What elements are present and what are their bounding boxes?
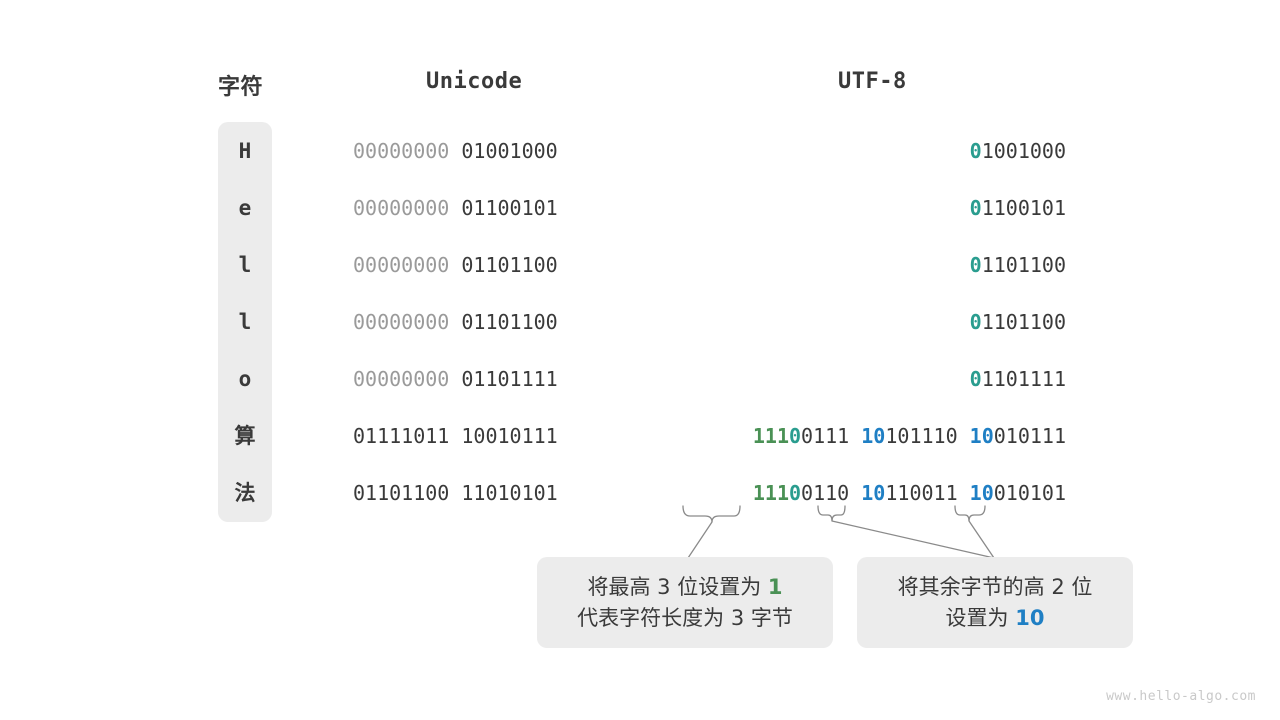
- unicode-leading-zeros: 00000000: [353, 310, 462, 334]
- callout-right-highlight: 10: [1015, 605, 1045, 630]
- unicode-bits: 01101100 11010101: [353, 480, 558, 506]
- utf8-bits: 01101111: [970, 366, 1066, 392]
- utf8-length-marker: 111: [752, 481, 789, 505]
- callout-right-line1: 将其余字节的高 2 位: [897, 575, 1093, 600]
- utf8-ascii-payload: 1101100: [981, 253, 1066, 277]
- utf8-ascii-marker: 0: [969, 139, 982, 163]
- character-cell: e: [238, 196, 252, 220]
- utf8-byte2-payload: 101110: [885, 424, 970, 448]
- utf8-ascii-payload: 1101111: [981, 367, 1066, 391]
- utf8-bits: 11100111 10101110 10010111: [753, 423, 1066, 449]
- character-cell: 算: [234, 424, 256, 448]
- callout-left-line1-text: 将最高 3 位设置为: [587, 575, 768, 600]
- unicode-bits: 00000000 01101100: [353, 252, 558, 278]
- utf8-ascii-payload: 1001000: [981, 139, 1066, 163]
- unicode-leading-zeros: 00000000: [353, 139, 462, 163]
- character-cell: l: [238, 253, 252, 277]
- utf8-ascii-marker: 0: [969, 310, 982, 334]
- brace-byte2: [817, 505, 846, 522]
- callout-right-line2: 设置为 10: [946, 603, 1045, 633]
- utf8-byte3-payload: 010101: [993, 481, 1066, 505]
- callout-left-line1: 将最高 3 位设置为 1: [587, 572, 782, 602]
- utf8-bits: 01101100: [970, 309, 1066, 335]
- utf8-ascii-marker: 0: [969, 253, 982, 277]
- unicode-leading-zeros: 00000000: [353, 367, 462, 391]
- utf8-byte3-payload: 010111: [993, 424, 1066, 448]
- utf8-byte2-marker: 10: [861, 424, 886, 448]
- utf8-ascii-marker: 0: [969, 367, 982, 391]
- unicode-leading-zeros: 00000000: [353, 196, 462, 220]
- unicode-bits: 00000000 01001000: [353, 138, 558, 164]
- utf8-length-terminator: 0: [789, 424, 802, 448]
- utf8-bits: 01001000: [970, 138, 1066, 164]
- callout-continuation-bits: 将其余字节的高 2 位 设置为 10: [857, 557, 1133, 648]
- character-cell: H: [238, 139, 252, 163]
- character-cell: o: [238, 367, 252, 391]
- utf8-length-marker: 111: [752, 424, 789, 448]
- utf8-byte1-payload: 0111: [801, 424, 862, 448]
- utf8-ascii-marker: 0: [969, 196, 982, 220]
- utf8-bits: 01100101: [970, 195, 1066, 221]
- column-header-character: 字符: [218, 75, 264, 100]
- character-cell: l: [238, 310, 252, 334]
- character-cell: 法: [234, 481, 256, 505]
- unicode-value-bits: 01111011 10010111: [353, 424, 558, 448]
- callout-right-line2-text: 设置为: [945, 605, 1016, 630]
- utf8-byte1-payload: 0110: [801, 481, 862, 505]
- unicode-bits: 00000000 01100101: [353, 195, 558, 221]
- utf8-byte2-marker: 10: [861, 481, 886, 505]
- column-header-utf8: UTF-8: [838, 69, 907, 94]
- unicode-value-bits: 01100101: [461, 196, 558, 220]
- callout-left-highlight: 1: [767, 575, 783, 600]
- unicode-value-bits: 01101100 11010101: [353, 481, 558, 505]
- leader-line-left: [687, 521, 713, 559]
- unicode-value-bits: 01001000: [461, 139, 558, 163]
- utf8-ascii-payload: 1101100: [981, 310, 1066, 334]
- column-header-unicode: Unicode: [426, 69, 523, 94]
- utf8-length-terminator: 0: [789, 481, 802, 505]
- utf8-bits: 11100110 10110011 10010101: [753, 480, 1066, 506]
- unicode-bits: 00000000 01101100: [353, 309, 558, 335]
- callout-left-line2: 代表字符长度为 3 字节: [577, 605, 793, 630]
- unicode-value-bits: 01101111: [461, 367, 558, 391]
- unicode-leading-zeros: 00000000: [353, 253, 462, 277]
- watermark: www.hello-algo.com: [1106, 689, 1256, 704]
- unicode-value-bits: 01101100: [461, 310, 558, 334]
- unicode-bits: 01111011 10010111: [353, 423, 558, 449]
- utf8-byte2-payload: 110011: [885, 481, 970, 505]
- utf8-bits: 01101100: [970, 252, 1066, 278]
- utf8-ascii-payload: 1100101: [981, 196, 1066, 220]
- brace-byte3: [954, 505, 986, 522]
- leader-line-right-b: [968, 520, 995, 559]
- unicode-value-bits: 01101100: [461, 253, 558, 277]
- brace-byte1: [682, 505, 741, 523]
- utf8-byte3-marker: 10: [969, 481, 994, 505]
- leader-line-right-a: [831, 520, 995, 559]
- callout-leading-bits: 将最高 3 位设置为 1 代表字符长度为 3 字节: [537, 557, 833, 648]
- unicode-bits: 00000000 01101111: [353, 366, 558, 392]
- character-column-panel: [218, 122, 272, 522]
- utf8-byte3-marker: 10: [969, 424, 994, 448]
